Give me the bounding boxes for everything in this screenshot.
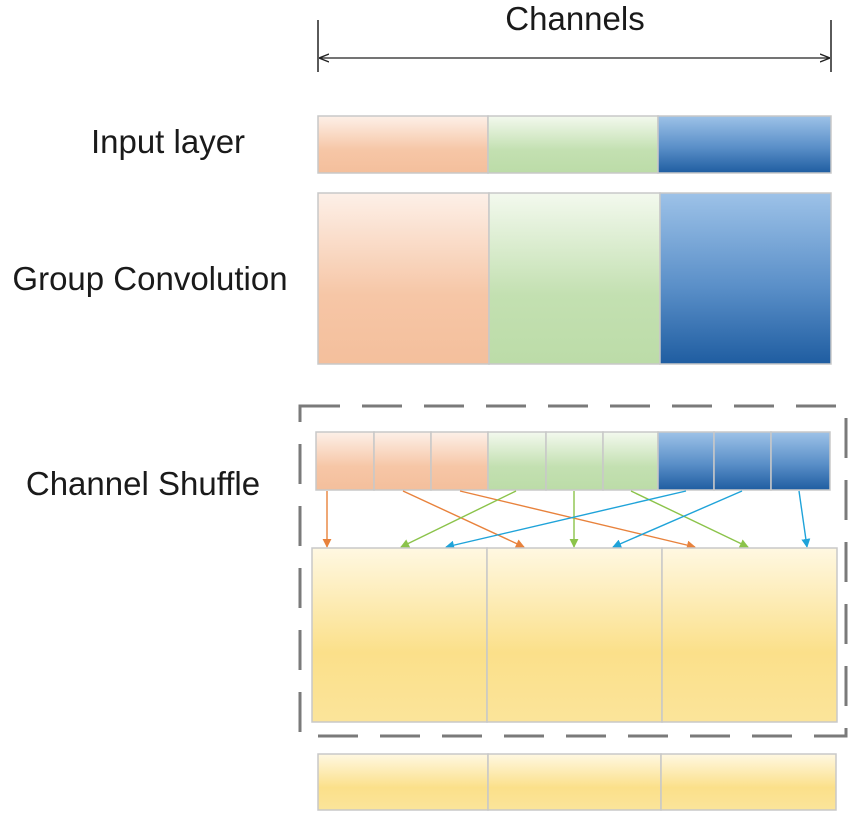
arrow-orange-3 bbox=[459, 490, 696, 550]
shuffled-output-block bbox=[311, 547, 838, 723]
channel-shuffle-dashed-box bbox=[298, 404, 848, 738]
shuffled-group-1 bbox=[311, 547, 488, 723]
group-convolution-bar bbox=[317, 192, 832, 365]
gconv-group-1 bbox=[317, 192, 490, 365]
input-layer-label: Input layer bbox=[91, 123, 245, 160]
shuffle-channel-2 bbox=[373, 431, 432, 491]
input-group-3 bbox=[657, 115, 832, 174]
shuffle-input-row bbox=[315, 431, 831, 491]
shuffle-channel-3 bbox=[430, 431, 489, 491]
output-group-1 bbox=[317, 753, 489, 811]
output-group-3 bbox=[660, 753, 837, 811]
arrow-blue-3 bbox=[798, 490, 811, 548]
gconv-group-3 bbox=[659, 192, 832, 365]
group-convolution-label: Group Convolution bbox=[12, 260, 287, 297]
input-layer-bar bbox=[317, 115, 832, 174]
shuffle-channel-6 bbox=[602, 431, 659, 491]
output-group-2 bbox=[487, 753, 662, 811]
arrow-green-3 bbox=[630, 490, 749, 548]
final-output-bar bbox=[317, 753, 837, 811]
shuffle-channel-5 bbox=[545, 431, 604, 491]
shuffle-channel-7 bbox=[657, 431, 715, 491]
shuffle-channel-9 bbox=[770, 431, 831, 491]
arrow-orange-2 bbox=[402, 490, 525, 548]
arrow-blue-1 bbox=[445, 490, 687, 550]
shuffled-group-2 bbox=[486, 547, 663, 723]
channel-shuffle-label: Channel Shuffle bbox=[26, 465, 260, 502]
arrow-blue-2 bbox=[612, 490, 743, 548]
shuffle-channel-4 bbox=[487, 431, 547, 491]
channels-label: Channels bbox=[505, 0, 644, 37]
arrow-green-1 bbox=[400, 490, 517, 548]
shuffle-channel-1 bbox=[315, 431, 375, 491]
shuffle-arrows bbox=[322, 490, 811, 550]
gconv-group-2 bbox=[488, 192, 661, 365]
input-group-1 bbox=[317, 115, 489, 174]
shuffle-channel-8 bbox=[713, 431, 772, 491]
input-group-2 bbox=[487, 115, 659, 174]
shuffled-group-3 bbox=[661, 547, 838, 723]
